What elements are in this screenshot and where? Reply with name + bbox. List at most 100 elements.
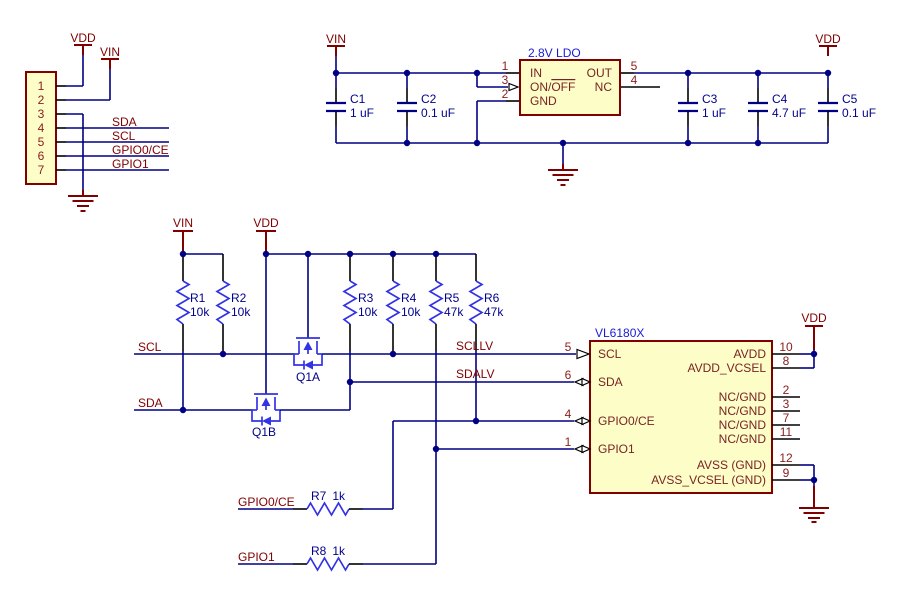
capacitor-c2: C2 0.1 uF <box>397 73 455 143</box>
ldo-pin-name-in: IN <box>530 66 542 80</box>
junction-dot <box>346 378 354 386</box>
ic-pin-number: 2 <box>783 383 790 397</box>
capacitor-c3: C3 1 uF <box>678 73 726 143</box>
resistor-ref: R5 <box>444 291 460 305</box>
ic-pin-name: NC/GND <box>719 432 767 446</box>
cap-ref: C1 <box>350 92 366 106</box>
junction-dot <box>684 69 692 77</box>
onoff-prefix: ON/ <box>530 80 552 94</box>
ldo-pin-name-out: OUT <box>587 66 613 80</box>
junction-dot <box>810 476 818 484</box>
net-label-gpio1: GPIO1 <box>112 157 149 171</box>
resistor-value: 10k <box>401 305 421 319</box>
vdd-supply-symbol: VDD <box>70 31 96 55</box>
vin-supply-symbol: VIN <box>326 32 346 56</box>
resistor-value: 10k <box>190 305 210 319</box>
junction-dot <box>432 445 440 453</box>
connector-pin-number: 5 <box>38 135 45 149</box>
mosfet-q1a: Q1A <box>293 254 323 384</box>
ldo-pin-number: 5 <box>631 59 638 73</box>
net-label-gpio0: GPIO0/CE <box>238 495 295 509</box>
ic-pin-name: SCL <box>598 347 622 361</box>
ldo-pin-name-onoff: ON/OFF <box>530 80 575 94</box>
ground-symbol <box>548 143 578 186</box>
junction-dot <box>473 69 481 77</box>
schematic-shape <box>581 444 592 454</box>
ldo-pin-name-nc: NC <box>595 80 613 94</box>
resistor-ref: R2 <box>231 291 247 305</box>
net-label-vin: VIN <box>326 32 346 46</box>
ground-symbol <box>68 190 98 212</box>
ic-pin-name: SDA <box>598 375 623 389</box>
net-label-vdd: VDD <box>253 216 279 230</box>
resistor-value: 1k <box>332 544 346 558</box>
ic-section: VL6180X 5 6 4 1 SCL SDA GPIO0/CE GPIO1 <box>565 311 829 523</box>
cap-value: 4.7 uF <box>772 106 806 120</box>
connector-pin-number: 1 <box>38 79 45 93</box>
cap-value: 0.1 uF <box>842 106 876 120</box>
junction-dot <box>559 139 567 147</box>
ic-pin-number: 7 <box>783 411 790 425</box>
net-label-vin: VIN <box>173 216 193 230</box>
cap-value: 1 uF <box>702 106 726 120</box>
ic-pin-number: 12 <box>779 451 793 465</box>
schematic-shape <box>306 556 350 572</box>
junction-dot <box>824 69 832 77</box>
resistor-value: 10k <box>231 305 251 319</box>
schematic-shape <box>581 416 592 426</box>
net-label-vdd: VDD <box>815 32 841 46</box>
ldo-section: VIN 2.8V LDO IN ON/OFF GND OUT NC 1 3 2 … <box>326 32 876 186</box>
bidir-arrow-icon <box>573 377 592 387</box>
cap-ref: C5 <box>842 92 858 106</box>
schematic-shape <box>306 501 350 517</box>
ldo-pin-number: 3 <box>502 73 509 87</box>
schematic-shape <box>581 377 592 387</box>
bidir-arrow-icon <box>573 416 592 426</box>
connector-pin-number: 7 <box>38 163 45 177</box>
junction-dot <box>389 350 397 358</box>
ic-pin-number: 11 <box>780 425 793 439</box>
ic-pin-name: AVDD_VCSEL <box>688 361 767 375</box>
junction-dot <box>346 250 354 258</box>
connector-pin-number: 3 <box>38 107 45 121</box>
cap-ref: C2 <box>421 92 437 106</box>
junction-dot <box>389 250 397 258</box>
net-label-vdd: VDD <box>801 311 827 325</box>
ic-pin-number: 1 <box>565 435 572 449</box>
connector-section: 1 2 3 4 5 6 7 VDD VIN <box>25 31 169 212</box>
resistor-r6: R6 47k <box>468 254 504 421</box>
ic-pin-number: 10 <box>779 340 793 354</box>
resistor-ref: R3 <box>358 291 374 305</box>
resistor-r2: R2 10k <box>215 254 251 354</box>
net-label-scllv: SCLLV <box>456 339 493 353</box>
ic-pin-number: 9 <box>783 466 790 480</box>
resistor-ref: R4 <box>401 291 417 305</box>
ic-pin-name: AVDD <box>734 347 767 361</box>
net-label-sdalv: SDALV <box>456 367 494 381</box>
ldo-pin-number: 4 <box>631 73 638 87</box>
junction-dot <box>332 69 340 77</box>
resistor-r1: R1 10k <box>175 254 210 410</box>
cap-value: 0.1 uF <box>421 106 455 120</box>
resistor-value: 10k <box>358 305 378 319</box>
mosfet-arrow-icon <box>303 341 313 350</box>
input-arrow-icon <box>576 348 591 360</box>
junction-dots <box>179 69 832 484</box>
capacitor-c1: C1 1 uF <box>326 73 374 143</box>
schematic-shape <box>215 280 231 325</box>
capacitor-c5: C5 0.1 uF <box>818 73 876 143</box>
junction-dot <box>219 350 227 358</box>
mosfet-ref: Q1A <box>296 370 320 384</box>
level-shifter-section: VIN VDD R1 10k R2 10k R <box>134 216 576 564</box>
vin-supply-symbol: VIN <box>100 45 120 69</box>
junction-dot <box>179 406 187 414</box>
resistor-r3: R3 10k <box>342 254 378 382</box>
junction-dot <box>810 350 818 358</box>
ic-pin-name: GPIO0/CE <box>598 414 655 428</box>
